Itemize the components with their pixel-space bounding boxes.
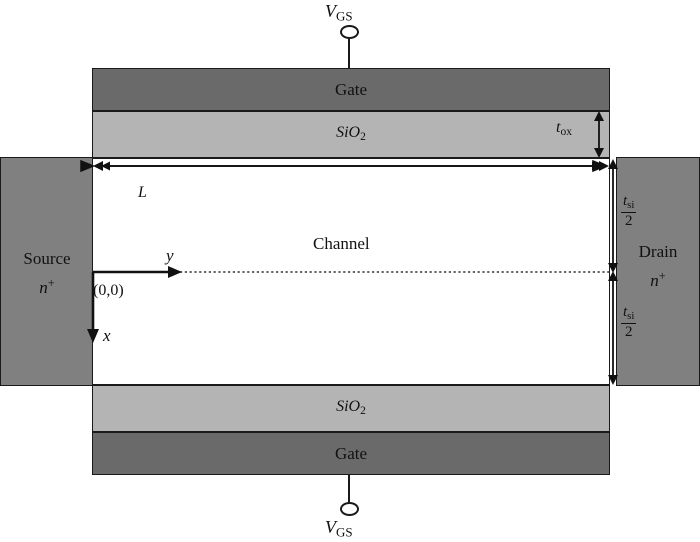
top-oxide-symbol: SiO <box>336 124 361 142</box>
source-label: Source <box>23 249 71 268</box>
drain-doping-symbol: n <box>650 270 659 290</box>
source-label-group: Source n+ <box>8 250 86 296</box>
top-oxide-block: SiO2 <box>92 111 610 158</box>
bottom-oxide-subscript: 2 <box>360 405 366 418</box>
tsi-upper-denominator: 2 <box>624 213 633 230</box>
top-vgs-subscript: GS <box>336 8 353 24</box>
bottom-oxide-block: SiO2 <box>92 385 610 432</box>
top-oxide-subscript: 2 <box>360 131 366 144</box>
bottom-gate-block: Gate <box>92 432 610 475</box>
top-gate-terminal-wire <box>348 38 350 69</box>
drain-label: Drain <box>638 242 678 261</box>
bottom-gate-terminal-wire <box>348 475 350 503</box>
drain-region-block <box>616 157 700 386</box>
length-dimension-label: L <box>138 184 147 201</box>
tsi-lower-symbol: t <box>623 304 628 320</box>
tsi-lower-subscript: si <box>627 310 635 323</box>
origin-label: (0,0) <box>93 282 124 299</box>
x-axis-label: x <box>103 326 111 345</box>
tox-subscript: ox <box>560 126 572 139</box>
drain-label-group: Drain n+ <box>620 243 696 289</box>
tox-symbol: t <box>556 119 561 136</box>
source-doping-superscript: + <box>47 276 55 290</box>
tsi-lower-numerator: tsi <box>621 304 637 325</box>
source-region-block <box>0 157 93 386</box>
y-axis-label: y <box>166 246 174 265</box>
top-gate-terminal-circle <box>340 25 359 39</box>
bottom-vgs-symbol: V <box>325 517 336 537</box>
top-oxide-label: SiO2 <box>336 125 366 144</box>
source-doping-symbol: n <box>39 277 48 297</box>
source-doping-label: n+ <box>8 277 86 296</box>
tsi-upper-numerator: tsi <box>621 193 637 214</box>
half-silicon-lower-label: tsi 2 <box>621 303 637 341</box>
bottom-gate-voltage-label: VGS <box>325 518 353 540</box>
bottom-gate-label: Gate <box>334 444 368 463</box>
top-gate-block: Gate <box>92 68 610 111</box>
bottom-oxide-symbol: SiO <box>336 398 361 416</box>
tsi-upper-symbol: t <box>623 193 628 209</box>
tsi-lower-denominator: 2 <box>624 324 633 341</box>
bottom-oxide-label: SiO2 <box>336 399 366 418</box>
half-silicon-upper-label: tsi 2 <box>621 192 637 230</box>
oxide-thickness-dimension-label: tox <box>556 120 572 139</box>
top-vgs-symbol: V <box>325 1 336 21</box>
drain-doping-label: n+ <box>620 270 696 289</box>
top-gate-voltage-label: VGS <box>325 2 353 24</box>
drain-doping-superscript: + <box>658 269 666 283</box>
top-gate-label: Gate <box>334 80 368 99</box>
channel-label: Channel <box>313 234 370 253</box>
channel-block <box>92 158 610 385</box>
tsi-upper-subscript: si <box>627 199 635 212</box>
bottom-vgs-subscript: GS <box>336 524 353 540</box>
bottom-gate-terminal-circle <box>340 502 359 516</box>
